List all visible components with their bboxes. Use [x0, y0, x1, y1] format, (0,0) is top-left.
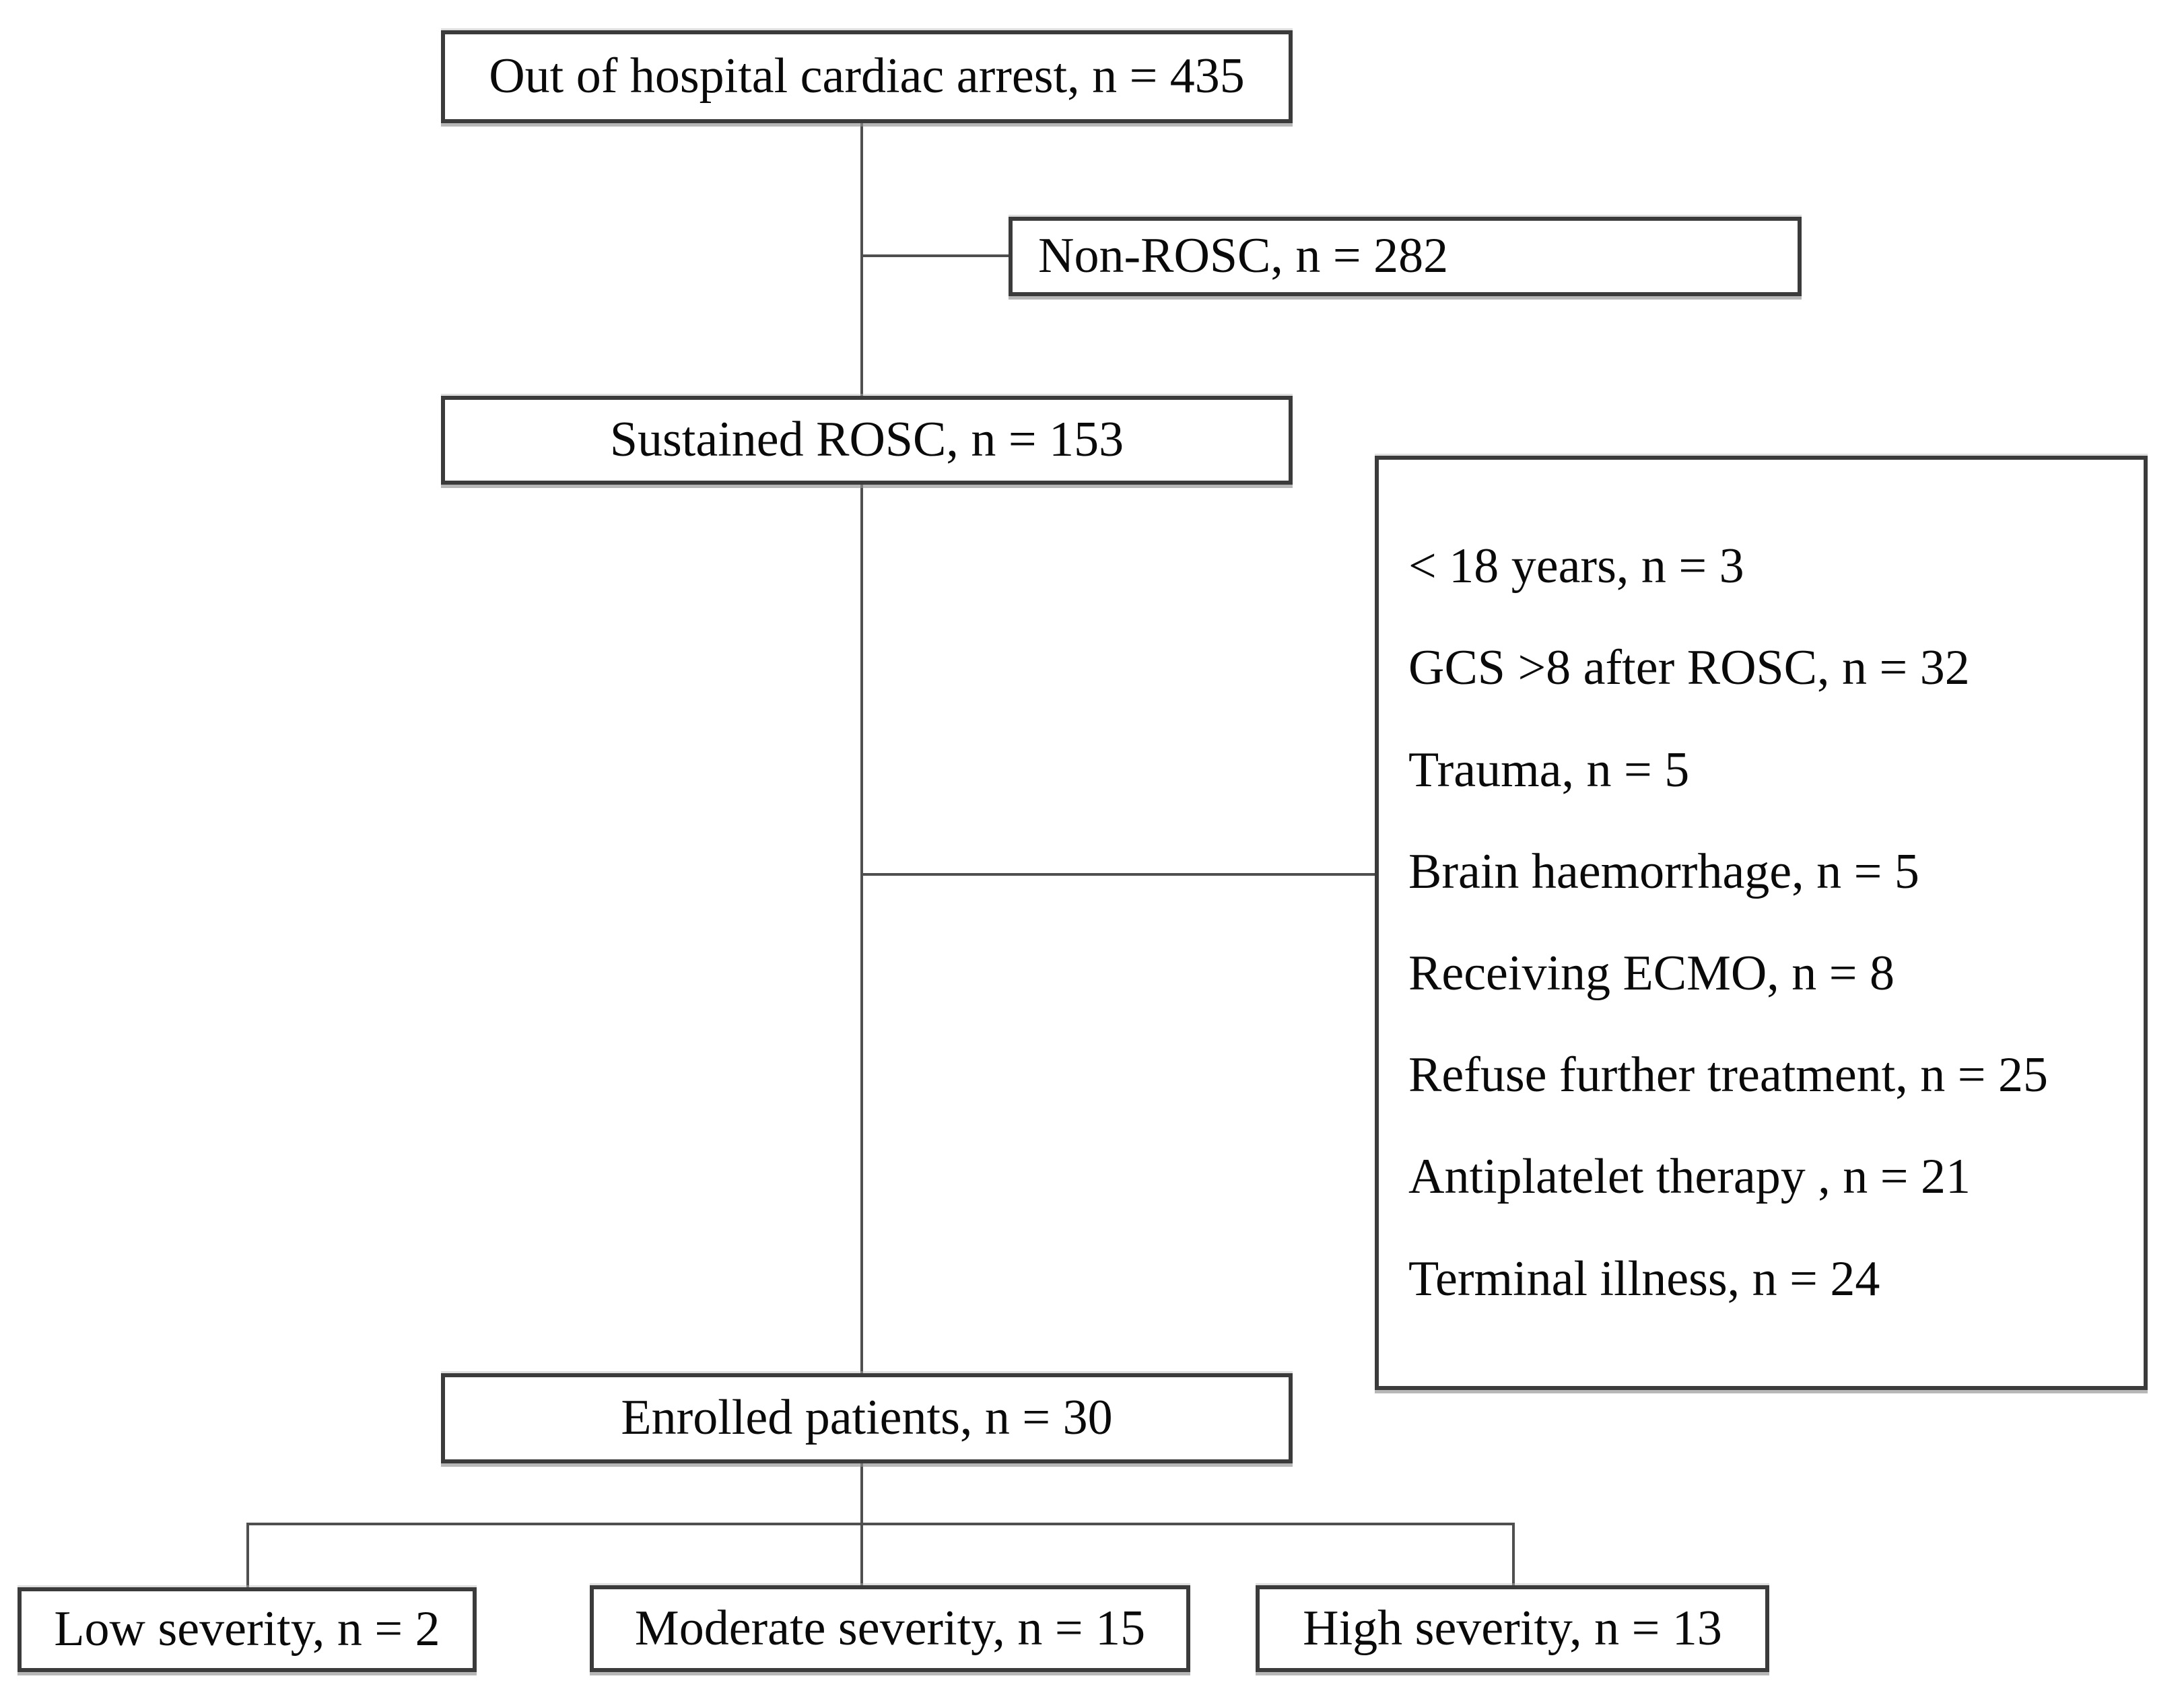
node-label: Non-ROSC, n = 282: [1038, 228, 1449, 284]
node-sustained-rosc: Sustained ROSC, n = 153: [441, 396, 1293, 485]
connector-drop-low: [246, 1523, 249, 1589]
exclusion-item: Trauma, n = 5: [1408, 742, 1690, 798]
connector-branch-exclusions: [860, 873, 1377, 876]
node-enrolled-patients: Enrolled patients, n = 30: [441, 1373, 1293, 1463]
connector-drop-high: [1512, 1523, 1515, 1589]
exclusion-item: Antiplatelet therapy , n = 21: [1408, 1149, 1971, 1205]
node-moderate-severity: Moderate severity, n = 15: [590, 1585, 1190, 1672]
exclusion-item: GCS >8 after ROSC, n = 32: [1408, 640, 1970, 696]
exclusion-item: Receiving ECMO, n = 8: [1408, 946, 1895, 1001]
connector-ohca-to-sustained: [860, 121, 863, 398]
node-exclusion-criteria: < 18 years, n = 3 GCS >8 after ROSC, n =…: [1375, 456, 2148, 1390]
connector-branch-non-rosc: [860, 254, 1010, 257]
exclusion-item: Terminal illness, n = 24: [1408, 1251, 1880, 1307]
node-low-severity: Low severity, n = 2: [18, 1587, 477, 1672]
connector-split-horizontal: [246, 1523, 1515, 1525]
node-high-severity: High severity, n = 13: [1256, 1585, 1769, 1672]
node-label: Out of hospital cardiac arrest, n = 435: [489, 48, 1245, 104]
connector-sustained-to-enrolled: [860, 482, 863, 1376]
exclusion-item: Brain haemorrhage, n = 5: [1408, 843, 1919, 899]
exclusion-item: < 18 years, n = 3: [1408, 539, 1744, 594]
node-label: Enrolled patients, n = 30: [621, 1390, 1113, 1446]
node-label: Low severity, n = 2: [54, 1601, 440, 1657]
connector-enrolled-to-split: [860, 1462, 863, 1524]
exclusion-item: Refuse further treatment, n = 25: [1408, 1047, 2048, 1103]
node-label: Moderate severity, n = 15: [634, 1600, 1146, 1656]
node-label: High severity, n = 13: [1303, 1600, 1722, 1656]
node-non-rosc: Non-ROSC, n = 282: [1009, 217, 1802, 296]
node-out-of-hospital-cardiac-arrest: Out of hospital cardiac arrest, n = 435: [441, 30, 1293, 123]
connector-drop-moderate: [860, 1523, 863, 1589]
node-label: Sustained ROSC, n = 153: [609, 412, 1124, 468]
